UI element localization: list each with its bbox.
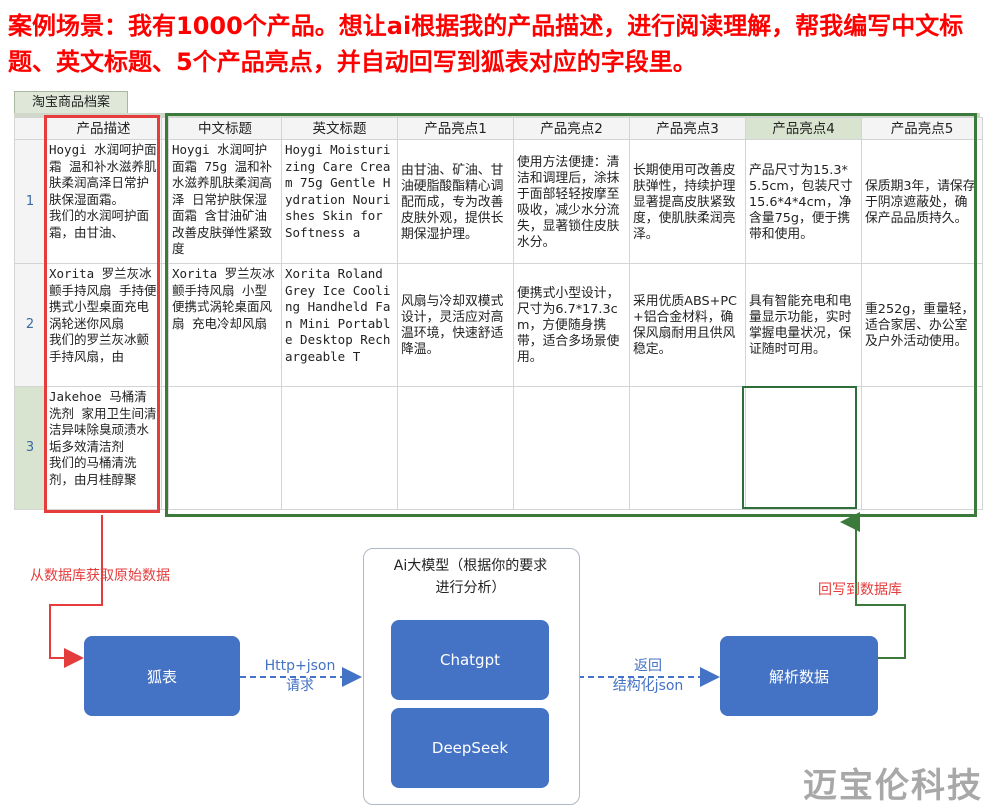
column-header[interactable]: 产品亮点2 xyxy=(513,117,630,140)
table-cell[interactable]: 便携式小型设计，尺寸为6.7*17.3cm，方便随身携带，适合多场景使用。 xyxy=(513,263,630,387)
chatgpt-box: Chatgpt xyxy=(391,620,549,700)
fetch-label: 从数据库获取原始数据 xyxy=(30,568,170,584)
grid-corner xyxy=(14,117,46,140)
table-cell[interactable] xyxy=(745,386,862,510)
table-cell[interactable]: Xorita Roland Grey Ice Cooling Handheld … xyxy=(281,263,398,387)
table-cell[interactable]: 风扇与冷却双模式设计，灵活应对高温环境，快速舒适降温。 xyxy=(397,263,514,387)
table-cell[interactable]: Hoygi Moisturizing Care Cream 75g Gentle… xyxy=(281,139,398,264)
cell-text: 保质期3年，请保存于阴凉遮蔽处，确保产品品质持久。 xyxy=(865,178,976,226)
table-cell[interactable]: 长期使用可改善皮肤弹性，持续护理显著提高皮肤紧致度，使肌肤柔润亮泽。 xyxy=(629,139,746,264)
foxtable-box: 狐表 xyxy=(84,636,240,716)
table-cell[interactable]: 由甘油、矿油、甘油硬脂酸酯精心调配而成，专为改善皮肤外观，提供长期保湿护理。 xyxy=(397,139,514,264)
table-cell[interactable] xyxy=(513,386,630,510)
parse-data-label: 解析数据 xyxy=(768,667,829,686)
chatgpt-label: Chatgpt xyxy=(440,651,500,669)
ai-model-title: Ai大模型（根据你的要求 进行分析） xyxy=(363,555,578,599)
watermark-logo: 迈宝伦科技 xyxy=(803,766,983,806)
table-cell[interactable]: 重252g，重量轻，适合家居、办公室及户外活动使用。 xyxy=(861,263,983,387)
cell-text: Xorita Roland Grey Ice Cooling Handheld … xyxy=(285,266,391,364)
table-cell[interactable]: Hoygi 水润呵护面霜 温和补水滋养肌肤柔润高泽日常护肤保湿面霜。我们的水润呵… xyxy=(45,139,162,264)
cell-text: 使用方法便捷：清洁和调理后，涂抹于面部轻轻按摩至吸收，减少水分流失，显著锁住皮肤… xyxy=(517,154,620,250)
cell-text: 具有智能充电和电量显示功能，实时掌握电量状况，保证随时可用。 xyxy=(749,294,852,357)
return-label-line1: 返回 xyxy=(634,658,662,674)
cell-text: Hoygi 水润呵护面霜 温和补水滋养肌肤柔润高泽日常护肤保湿面霜。我们的水润呵… xyxy=(49,142,158,262)
ai-title-line1: Ai大模型（根据你的要求 xyxy=(393,558,548,574)
cell-text: Xorita 罗兰灰冰颤手持风扇 小型便携式涡轮桌面风扇 充电冷却风扇 xyxy=(172,266,275,331)
request-label-line1: Http+json xyxy=(264,658,336,674)
cell-text-line: Jakehoe 马桶清洗剂 家用卫生间清洁异味除臭顽渍水垢多效清洁剂 xyxy=(49,389,157,454)
table-cell[interactable]: 保质期3年，请保存于阴凉遮蔽处，确保产品品质持久。 xyxy=(861,139,983,264)
table-cell[interactable] xyxy=(397,386,514,510)
cell-text: Jakehoe 马桶清洗剂 家用卫生间清洁异味除臭顽渍水垢多效清洁剂我们的马桶清… xyxy=(49,389,158,508)
headline: 案例场景：我有1000个产品。想让ai根据我的产品描述，进行阅读理解，帮我编写中… xyxy=(8,12,964,76)
cell-text: Xorita 罗兰灰冰颤手持风扇 手持便携式小型桌面充电涡轮迷你风扇我们的罗兰灰… xyxy=(49,266,158,385)
cell-text: 长期使用可改善皮肤弹性，持续护理显著提高皮肤紧致度，使肌肤柔润亮泽。 xyxy=(633,162,736,242)
table-cell[interactable]: Xorita 罗兰灰冰颤手持风扇 小型便携式涡轮桌面风扇 充电冷却风扇 xyxy=(168,263,282,387)
data-grid: 产品描述 中文标题 英文标题 产品亮点1 产品亮点2 产品亮点3 产品亮点4 产… xyxy=(14,117,983,510)
table-cell[interactable]: Xorita 罗兰灰冰颤手持风扇 手持便携式小型桌面充电涡轮迷你风扇我们的罗兰灰… xyxy=(45,263,162,387)
row-number[interactable]: 3 xyxy=(14,386,46,510)
column-header[interactable]: 产品亮点4 xyxy=(745,117,862,140)
return-label: 返回 结构化json xyxy=(592,656,704,696)
deepseek-label: DeepSeek xyxy=(431,739,509,757)
source-column-highlight xyxy=(44,115,160,513)
ai-title-line2: 进行分析） xyxy=(435,580,506,596)
cell-text-line: 我们的马桶清洗剂，由月桂醇聚 xyxy=(49,455,137,487)
cell-text-line: 我们的水润呵护面霜，由甘油、 xyxy=(49,208,150,240)
table-cell[interactable] xyxy=(861,386,983,510)
cell-text: 便携式小型设计，尺寸为6.7*17.3cm，方便随身携带，适合多场景使用。 xyxy=(517,286,620,365)
column-header[interactable]: 产品亮点5 xyxy=(861,117,983,140)
column-header[interactable]: 产品描述 xyxy=(45,117,162,140)
cell-text: 风扇与冷却双模式设计，灵活应对高温环境，快速舒适降温。 xyxy=(401,294,504,357)
request-label-line2: 请求 xyxy=(286,678,314,694)
table-cell[interactable]: 产品尺寸为15.3*5.5cm，包装尺寸15.6*4*4cm，净含量75g，便于… xyxy=(745,139,862,264)
column-header[interactable]: 中文标题 xyxy=(168,117,282,140)
column-header[interactable]: 产品亮点1 xyxy=(397,117,514,140)
return-label-line2: 结构化json xyxy=(612,678,684,694)
foxtable-label: 狐表 xyxy=(146,667,177,686)
cell-text: 重252g，重量轻，适合家居、办公室及户外活动使用。 xyxy=(865,302,975,349)
cell-text: 产品尺寸为15.3*5.5cm，包装尺寸15.6*4*4cm，净含量75g，便于… xyxy=(749,162,853,242)
column-header[interactable]: 产品亮点3 xyxy=(629,117,746,140)
writeback-label: 回写到数据库 xyxy=(818,582,902,598)
table-cell[interactable]: 具有智能充电和电量显示功能，实时掌握电量状况，保证随时可用。 xyxy=(745,263,862,387)
request-label: Http+json 请求 xyxy=(248,656,352,696)
selected-cell-outline xyxy=(742,386,857,509)
parse-data-box: 解析数据 xyxy=(720,636,878,716)
deepseek-box: DeepSeek xyxy=(391,708,549,788)
cell-text: 采用优质ABS+PC+铝合金材料，确保风扇耐用且供风稳定。 xyxy=(633,294,737,357)
cell-text-line: Xorita 罗兰灰冰颤手持风扇 手持便携式小型桌面充电涡轮迷你风扇 xyxy=(49,266,157,331)
table-cell[interactable] xyxy=(168,386,282,510)
fetch-arrow xyxy=(49,515,103,668)
sheet-tab[interactable]: 淘宝商品档案 xyxy=(14,91,128,114)
cell-text: 由甘油、矿油、甘油硬脂酸酯精心调配而成，专为改善皮肤外观，提供长期保湿护理。 xyxy=(401,162,504,242)
output-columns-highlight xyxy=(165,113,977,517)
table-cell[interactable]: Hoygi 水润呵护面霜 75g 温和补水滋养肌肤柔润高泽 日常护肤保湿面霜 含… xyxy=(168,139,282,264)
table-cell[interactable] xyxy=(629,386,746,510)
column-header[interactable]: 英文标题 xyxy=(281,117,398,140)
cell-text-line: Hoygi 水润呵护面霜 温和补水滋养肌肤柔润高泽日常护肤保湿面霜。 xyxy=(49,142,157,207)
table-cell[interactable] xyxy=(281,386,398,510)
table-cell[interactable]: Jakehoe 马桶清洗剂 家用卫生间清洁异味除臭顽渍水垢多效清洁剂我们的马桶清… xyxy=(45,386,162,510)
cell-text: Hoygi Moisturizing Care Cream 75g Gentle… xyxy=(285,142,391,240)
writeback-arrow xyxy=(840,512,906,659)
cell-text-line: 我们的罗兰灰冰颤手持风扇，由 xyxy=(49,332,150,364)
cell-text: Hoygi 水润呵护面霜 75g 温和补水滋养肌肤柔润高泽 日常护肤保湿面霜 含… xyxy=(172,142,273,256)
